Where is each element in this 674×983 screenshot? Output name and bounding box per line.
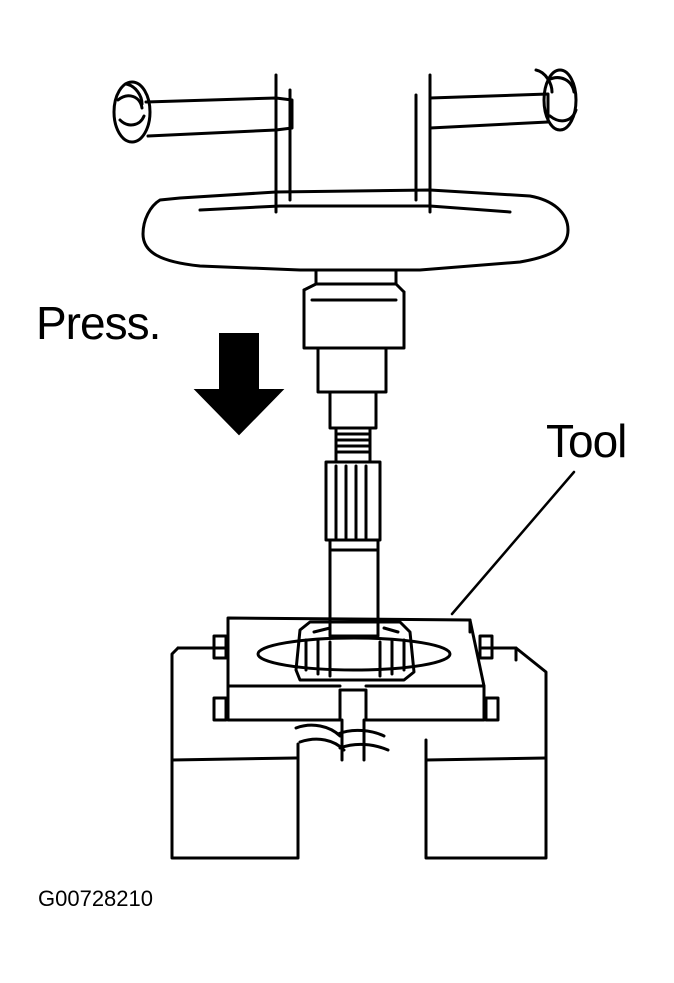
press-label: Press.	[36, 297, 161, 349]
pinion-gear	[294, 718, 390, 762]
bearing	[294, 620, 416, 682]
press-column	[274, 73, 432, 202]
pinion-shaft	[324, 460, 382, 638]
tool-plate	[212, 616, 500, 722]
tool-leader-line	[450, 470, 576, 616]
figure-id: G00728210	[38, 886, 153, 911]
press-handle-left	[112, 80, 294, 144]
support-block-left	[170, 646, 300, 860]
press-handle-right	[428, 68, 578, 132]
support-block-right	[424, 646, 548, 860]
press-ram-head	[141, 188, 570, 272]
press-spindle	[302, 268, 406, 464]
press-arrow-icon	[193, 333, 285, 436]
tool-label: Tool	[546, 415, 627, 467]
